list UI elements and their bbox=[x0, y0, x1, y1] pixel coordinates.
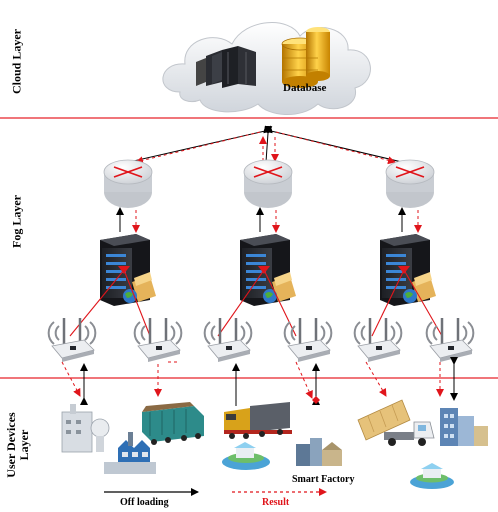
freight-train-icon bbox=[224, 402, 292, 439]
wifi-access-point-icon bbox=[283, 318, 333, 362]
ap-device-links bbox=[61, 357, 458, 406]
fog-layer-label: Fog Layer bbox=[9, 195, 24, 248]
wifi-access-point-icon bbox=[353, 318, 403, 362]
server-rack-icon bbox=[196, 46, 256, 88]
wifi-access-point-icon bbox=[203, 318, 253, 362]
fog-server-icon bbox=[100, 234, 156, 306]
database-label: Database bbox=[283, 82, 327, 94]
smart-factory-label: Smart Factory bbox=[292, 474, 355, 485]
freight-train-icon bbox=[142, 402, 204, 445]
off-loading-label: Off loading bbox=[120, 497, 169, 508]
router-icon bbox=[385, 159, 435, 208]
router-icon bbox=[103, 159, 153, 208]
cloud-layer-label: Cloud Layer bbox=[9, 29, 24, 95]
router-server-links bbox=[116, 207, 422, 233]
cloud-router-links bbox=[124, 125, 407, 165]
result-label: Result bbox=[262, 497, 290, 508]
building-icon bbox=[296, 438, 342, 466]
factory-icon bbox=[61, 404, 110, 453]
wifi-access-point-icon bbox=[47, 318, 97, 362]
database-icon bbox=[281, 27, 330, 88]
island-house-icon bbox=[410, 463, 454, 489]
building-icon bbox=[104, 432, 156, 474]
dump-truck-icon bbox=[357, 399, 435, 446]
fog-server-icon bbox=[240, 234, 296, 306]
user-devices-label-line2: Layer bbox=[17, 429, 31, 461]
cloud-icon bbox=[162, 22, 371, 116]
router-icon bbox=[243, 159, 293, 208]
island-house-icon bbox=[222, 442, 270, 470]
fog-server-icon bbox=[380, 234, 436, 306]
wifi-access-point-icon bbox=[133, 318, 183, 362]
user-devices-layer-label: User Devices Layer bbox=[4, 405, 31, 485]
wifi-access-point-icon bbox=[425, 318, 475, 362]
building-icon bbox=[440, 408, 488, 446]
